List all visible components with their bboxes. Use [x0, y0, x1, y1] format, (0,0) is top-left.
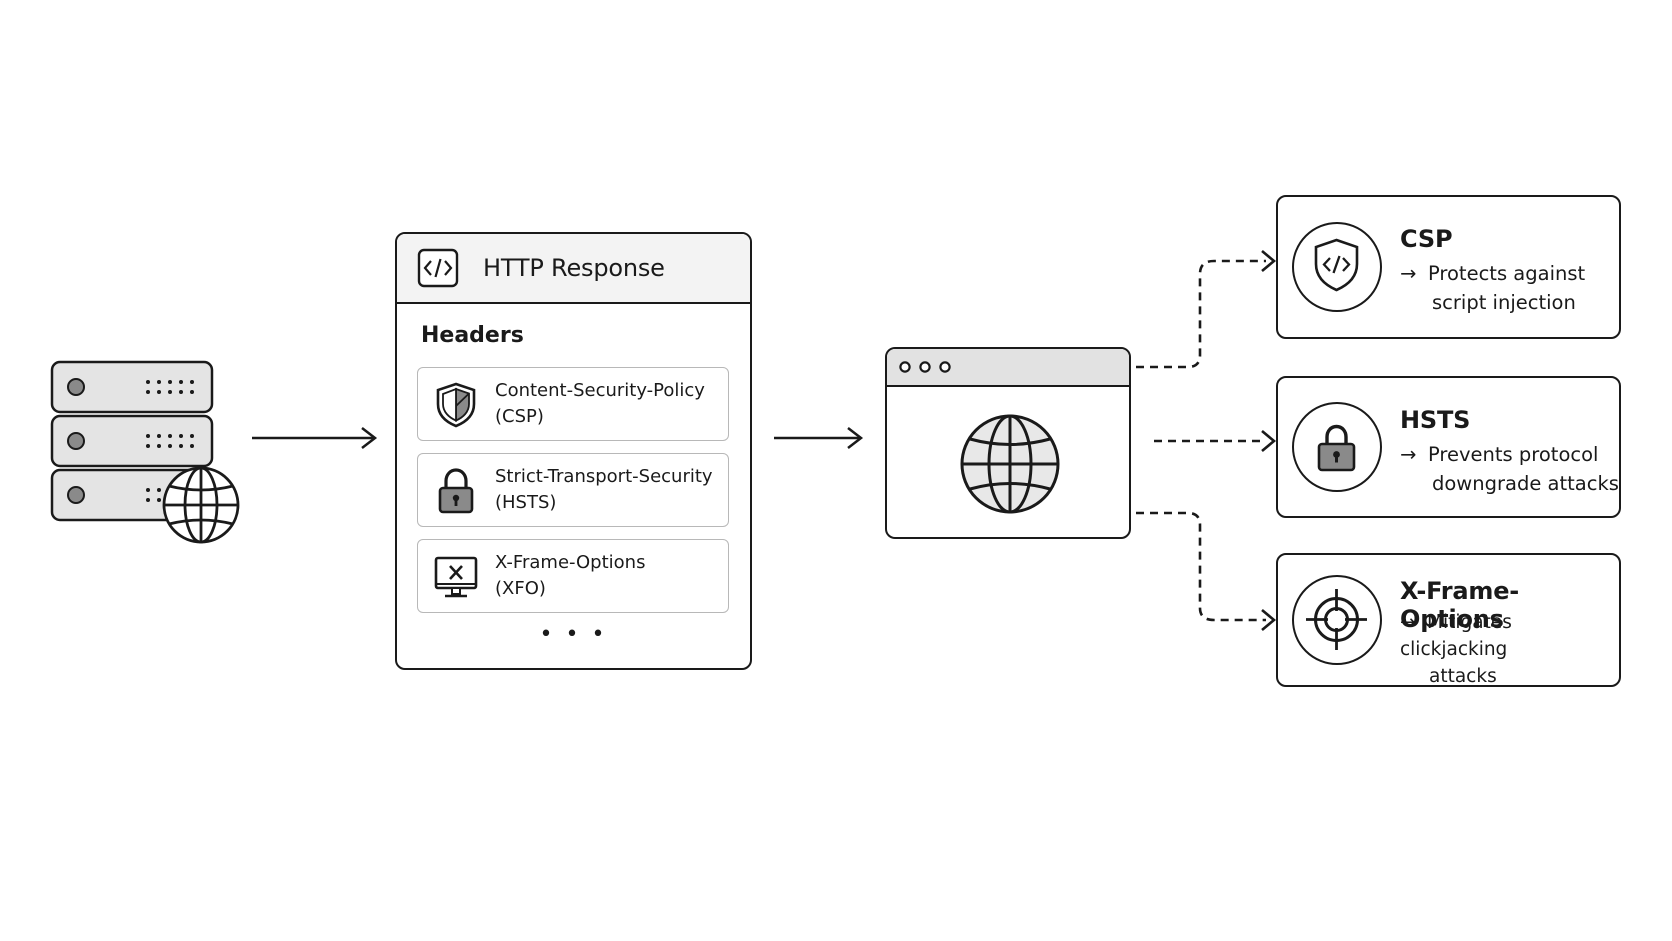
card-desc-line1: Mitigates clickjacking [1400, 612, 1512, 660]
arrow-right-icon: → [1400, 262, 1417, 285]
header-name-line1: X-Frame-Options [495, 552, 646, 573]
padlock-icon [438, 468, 474, 514]
http-response-title: HTTP Response [483, 254, 665, 282]
card-title: CSP [1400, 225, 1453, 253]
card-desc-line2: script injection [1432, 291, 1576, 314]
headers-label: Headers [421, 323, 524, 348]
card-desc-line1: Prevents protocol [1428, 443, 1599, 466]
card-csp: CSP → Protects against script injection [1276, 195, 1621, 339]
arrow-server-to-response [252, 427, 378, 449]
card-xfo: X-Frame-Options →Mitigates clickjacking … [1276, 553, 1621, 687]
card-desc-line2: downgrade attacks [1432, 472, 1619, 495]
http-response-panel: HTTP Response Headers Content-Security-P… [395, 232, 752, 670]
header-item-csp: Content-Security-Policy (CSP) [417, 367, 729, 441]
card-desc-line1: Protects against [1428, 262, 1586, 285]
header-name-line2: (CSP) [495, 406, 544, 427]
card-hsts: HSTS → Prevents protocol downgrade attack… [1276, 376, 1621, 518]
server-rack-icon [50, 360, 240, 544]
card-desc-line2: attacks [1429, 666, 1497, 687]
shield-code-icon [1314, 238, 1359, 292]
shield-icon [436, 382, 476, 428]
arrow-right-icon: → [1400, 443, 1417, 466]
connector-to-xfo [1136, 511, 1266, 622]
connector-to-csp [1136, 259, 1266, 369]
header-name-line2: (XFO) [495, 578, 546, 599]
arrow-response-to-browser [774, 427, 864, 449]
http-response-header-bar: HTTP Response [397, 234, 750, 304]
browser-window [885, 347, 1131, 539]
arrow-right-icon: → [1400, 612, 1416, 633]
header-item-xfo: X-Frame-Options (XFO) [417, 539, 729, 613]
more-headers-ellipsis: • • • [539, 622, 608, 647]
card-title: HSTS [1400, 406, 1471, 434]
globe-icon [162, 466, 240, 544]
monitor-x-icon [434, 556, 478, 598]
card-title: X-Frame-Options [1400, 577, 1520, 633]
header-name-line2: (HSTS) [495, 492, 557, 513]
crosshair-target-icon [1306, 589, 1367, 650]
padlock-icon [1317, 424, 1356, 472]
code-brackets-icon [417, 248, 459, 288]
dashed-connectors [1136, 250, 1277, 631]
header-item-hsts: Strict-Transport-Security (HSTS) [417, 453, 729, 527]
header-name-line1: Content-Security-Policy [495, 380, 705, 401]
globe-icon [960, 414, 1060, 514]
window-controls [899, 361, 951, 373]
header-name-line1: Strict-Transport-Security [495, 466, 713, 487]
browser-title-bar [887, 349, 1129, 387]
